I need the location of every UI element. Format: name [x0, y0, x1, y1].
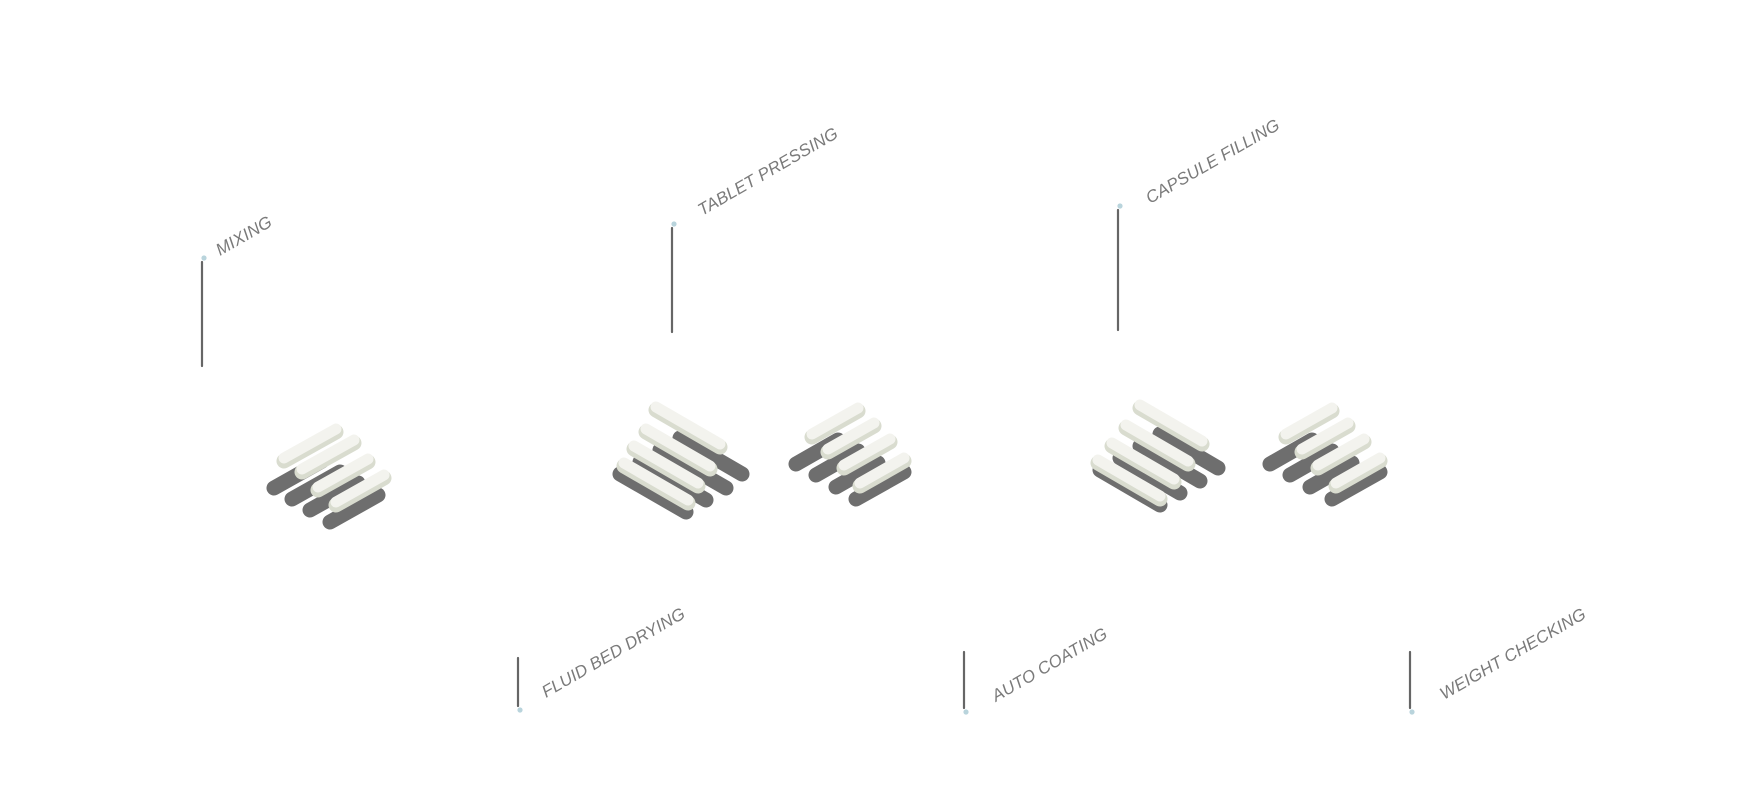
machine-tablet-press-right: [788, 402, 912, 507]
leader-dot-capsule-filling: [1117, 203, 1123, 209]
stage-label-capsule-filling: CAPSULE FILLING: [1143, 115, 1284, 207]
leader-dot-weight-checking: [1409, 709, 1415, 715]
stage-weight-checking: WEIGHT CHECKING: [1408, 604, 1590, 715]
machine-mixing: [266, 423, 392, 530]
stage-tablet-pressing: TABLET PRESSING: [612, 124, 912, 520]
machine-tablet-press-left: [612, 401, 750, 520]
stage-fluid-bed-drying: FLUID BED DRYING: [516, 604, 689, 713]
stage-label-tablet-pressing: TABLET PRESSING: [695, 124, 842, 220]
stage-label-weight-checking: WEIGHT CHECKING: [1437, 604, 1590, 703]
stage-label-mixing: MIXING: [213, 212, 276, 259]
leader-dot-auto-coating: [963, 709, 969, 715]
stage-mixing: MIXING: [200, 212, 392, 530]
leader-dot-fluid-bed-drying: [517, 707, 523, 713]
stage-auto-coating: AUTO COATING: [962, 624, 1111, 715]
machine-capsule-filler-left: [1090, 399, 1226, 513]
stage-label-auto-coating: AUTO COATING: [988, 624, 1111, 706]
leader-dot-tablet-pressing: [671, 221, 677, 227]
stage-label-fluid-bed-drying: FLUID BED DRYING: [539, 604, 689, 702]
stage-capsule-filling: CAPSULE FILLING: [1090, 115, 1388, 513]
machine-capsule-filler-right: [1262, 402, 1388, 507]
leader-dot-mixing: [201, 255, 207, 261]
